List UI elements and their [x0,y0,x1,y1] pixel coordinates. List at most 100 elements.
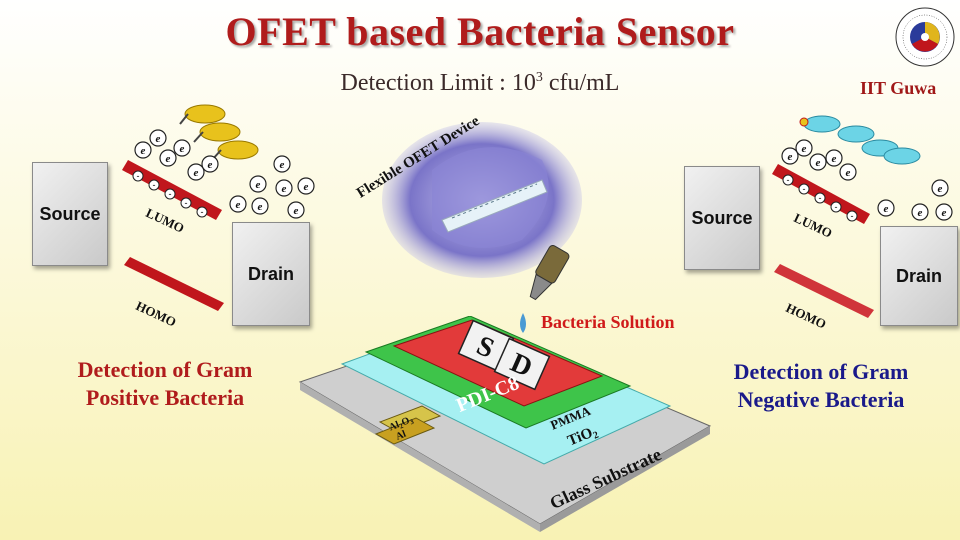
tio2-subscript: 2 [592,430,601,442]
electron-icon [935,203,953,221]
minus-sign: - [851,211,854,221]
electron-icon [911,203,929,221]
minus-sign: - [185,198,188,208]
gram-negative-caption-line2: Negative Bacteria [737,387,905,412]
al-layer [374,417,436,445]
al2o3-sub1: 2 [398,422,405,431]
electron-icon [297,177,315,195]
drain-electrode-pad [493,337,551,391]
electron-symbol: e [884,203,889,215]
electron-icon [795,139,813,157]
electron-icon [931,179,949,197]
electron-symbol: e [194,167,199,179]
electron-symbol: e [258,201,263,213]
gram-positive-caption-line2: Positive Bacteria [85,385,245,410]
right-source-electrode: Source [684,166,760,270]
gram-positive-caption-line1: Detection of Gram [77,357,253,382]
minus-sign: - [819,193,822,203]
right-homo-band [774,264,874,318]
gram-positive-caption: Detection of Gram Positive Bacteria [40,356,290,412]
gram-negative-caption-line1: Detection of Gram [733,359,909,384]
minus-charge-icon [132,170,144,182]
electron-symbol: e [846,167,851,179]
electron-icon [839,163,857,181]
detection-limit-prefix: Detection Limit : 10 [340,70,536,96]
minus-sign: - [169,189,172,199]
bacteria-solution-label: Bacteria Solution [541,312,675,332]
electron-symbol: e [294,205,299,217]
electron-symbol: e [942,207,947,219]
electron-icon [249,175,267,193]
al2o3-label: Al2O3 [388,414,416,435]
electron-symbol: e [918,207,923,219]
electron-symbol: e [166,153,171,165]
electron-symbol: e [304,181,309,193]
gram-positive-bacterium-icon [211,140,259,161]
left-drain-electrode: Drain [232,222,310,326]
minus-charge-icon [846,210,858,222]
minus-sign: - [153,180,156,190]
electron-icon [877,199,895,217]
electron-symbol: e [208,159,213,171]
electron-symbol: e [832,153,837,165]
page-title: OFET based Bacteria Sensor [225,9,735,54]
gram-negative-bacterium-icon [799,115,841,133]
electron-icon [134,141,152,159]
gram-negative-caption: Detection of Gram Negative Bacteria [696,358,946,414]
electron-symbol: e [282,183,287,195]
electron-icon [149,129,167,147]
right-drain-label: Drain [895,265,942,286]
right-band-diagram: - - - - - e e e e e e e e e [772,115,953,224]
gram-negative-bacterium-icon [837,125,875,143]
electron-symbol: e [280,159,285,171]
minus-charge-icon [164,188,176,200]
electron-symbol: e [236,199,241,211]
minus-charge-icon [798,183,810,195]
electron-icon [273,155,291,173]
device-layer-stack: S D PDI-C8 PMMA TiO2 Glass Substrate Al2… [298,316,712,532]
electron-icon [251,197,269,215]
gram-positive-bacterium-icon [179,104,226,125]
electron-icon [275,179,293,197]
minus-sign: - [137,171,140,181]
al2o3-al: Al [388,419,402,433]
electron-symbol: e [141,145,146,157]
al-label: Al [394,429,408,443]
electron-icon [201,155,219,173]
electron-icon [781,147,799,165]
electron-icon [809,153,827,171]
electron-icon [173,139,191,157]
detection-limit: Detection Limit : 103 cfu/mL [0,70,960,97]
minus-charge-icon [830,201,842,213]
left-drain-label: Drain [247,263,294,284]
detection-limit-exponent: 3 [535,70,543,85]
left-source-label: Source [39,203,101,224]
left-source-electrode: Source [32,162,108,266]
al2o3-o: O [400,415,412,428]
gram-positive-bacterium-icon [193,122,241,143]
glass-substrate-side [540,426,710,532]
electron-symbol: e [938,183,943,195]
minus-sign: - [201,207,204,217]
detection-limit-unit: cfu/mL [542,70,620,96]
minus-charge-icon [782,174,794,186]
minus-sign: - [803,184,806,194]
left-homo-band [124,257,224,311]
electron-icon [159,149,177,167]
minus-charge-icon [814,192,826,204]
electron-symbol: e [816,157,821,169]
institute-logo-icon [895,7,955,67]
right-drain-electrode: Drain [880,226,958,326]
electron-symbol: e [256,179,261,191]
minus-charge-icon [180,197,192,209]
gram-negative-bacterium-icon [883,147,921,165]
minus-sign: - [835,202,838,212]
electron-symbol: e [788,151,793,163]
dropper-icon [513,245,570,363]
flexible-device-photo [382,122,582,278]
al2o3-sub2: 3 [409,417,416,426]
left-band-diagram: - - - - - e e e e e e e e e e e e e [122,104,315,220]
electron-symbol: e [180,143,185,155]
electron-icon [229,195,247,213]
electron-symbol: e [802,143,807,155]
